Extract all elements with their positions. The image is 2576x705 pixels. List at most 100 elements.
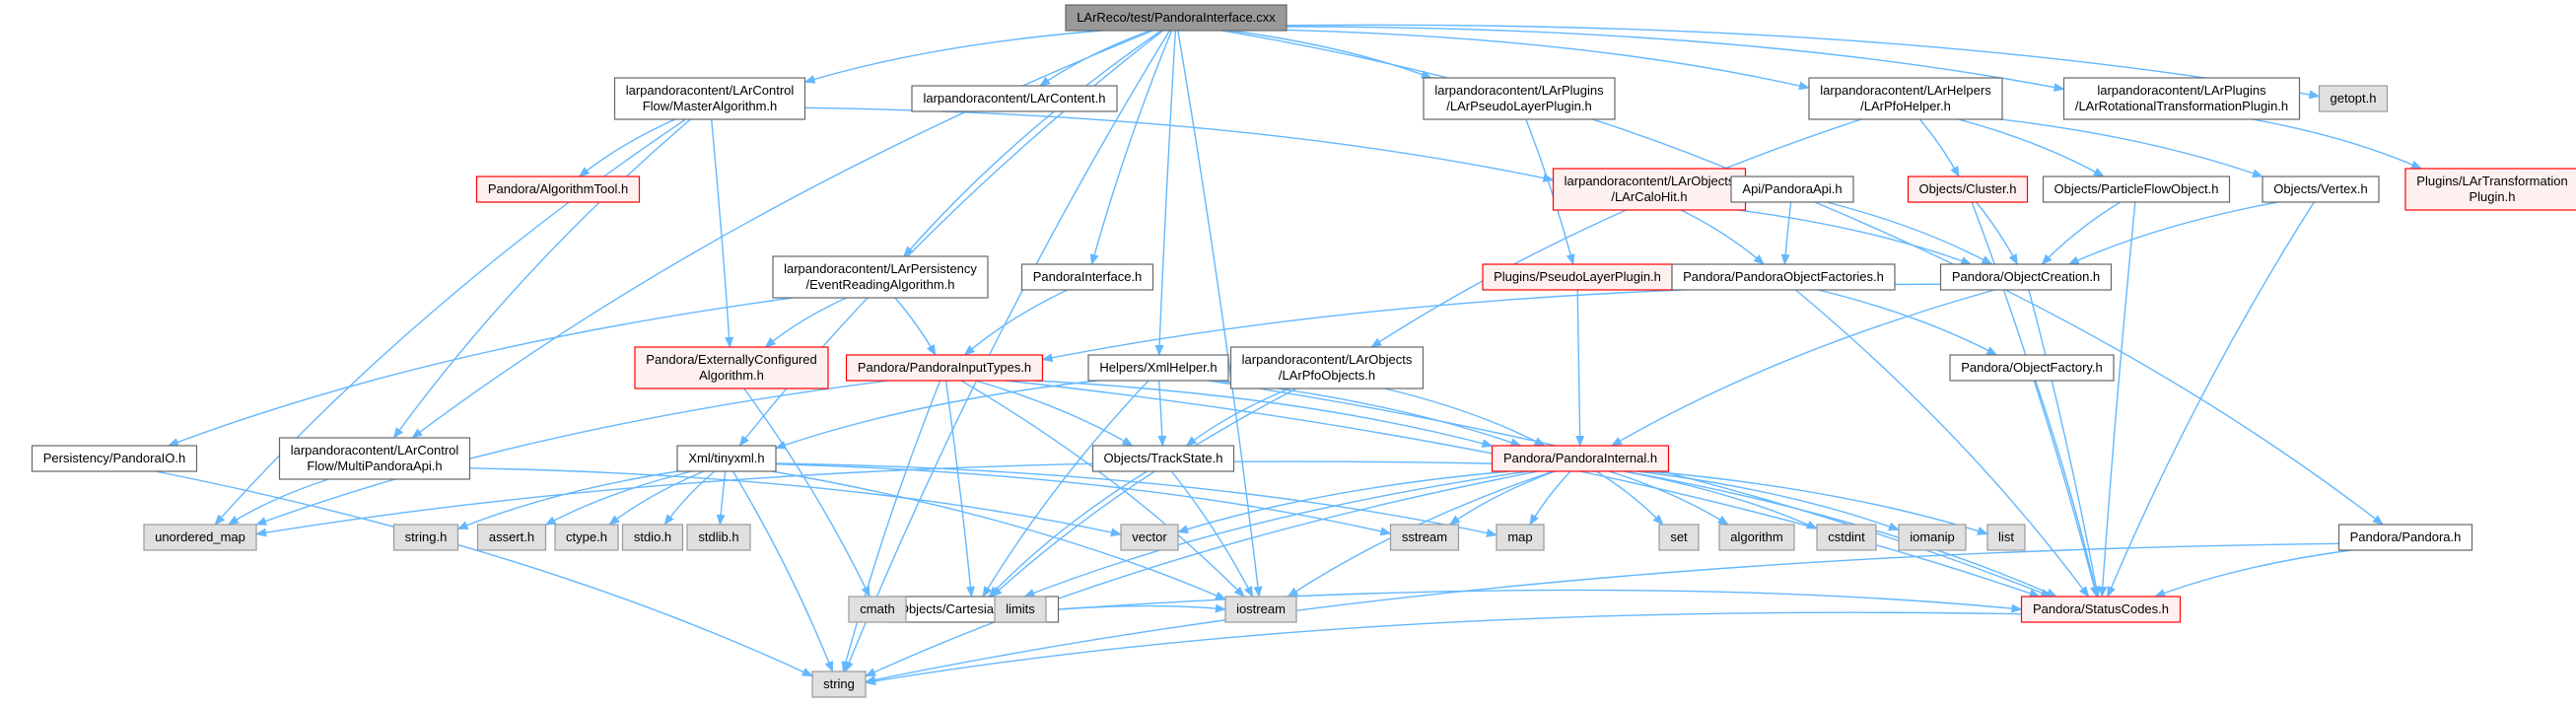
node-cstdint: cstdint <box>1816 524 1877 551</box>
node-trackstate[interactable]: Objects/TrackState.h <box>1091 445 1235 472</box>
node-label: /LArPseudoLayerPlugin.h <box>1446 99 1591 113</box>
edge-tinyxml-to-string_h <box>456 470 678 530</box>
node-box <box>554 524 619 551</box>
node-label: Flow/MasterAlgorithm.h <box>643 99 778 113</box>
node-label: Plugins/LArTransformation <box>2416 174 2567 188</box>
node-pseudoplugin[interactable]: Plugins/PseudoLayerPlugin.h <box>1482 263 1673 291</box>
edge-persistio-to-string <box>155 470 814 677</box>
node-label: larpandoracontent/LArControl <box>626 83 795 98</box>
node-box <box>1389 524 1460 551</box>
node-label: larpandoracontent/LArContent.h <box>923 91 1105 106</box>
node-label: Pandora/Pandora.h <box>2350 529 2462 544</box>
node-pandorainterface[interactable]: PandoraInterface.h <box>1020 263 1154 291</box>
node-box <box>1091 445 1235 472</box>
edge-eventreading-to-inputtypes <box>894 297 937 356</box>
node-box <box>476 524 547 551</box>
node-objcreation[interactable]: Pandora/ObjectCreation.h <box>1939 263 2113 291</box>
edge-root-to-pandorainterface <box>1089 30 1173 266</box>
node-eventreading[interactable]: larpandoracontent/LArPersistency/EventRe… <box>772 255 989 299</box>
node-pfohelper[interactable]: larpandoracontent/LArHelpers/LArPfoHelpe… <box>1808 77 2003 120</box>
edge-masteralg-to-extconfig <box>710 118 734 349</box>
node-box <box>392 524 459 551</box>
node-xmlhelper[interactable]: Helpers/XmlHelper.h <box>1087 354 1229 382</box>
node-statuscodes[interactable]: Pandora/StatusCodes.h <box>2020 596 2182 623</box>
node-calohit[interactable]: larpandoracontent/LArObjects/LArCaloHit.… <box>1552 168 1747 211</box>
edge-root-to-getopt <box>1286 24 2321 100</box>
edge-objcreation-to-statuscodes <box>2028 289 2101 599</box>
node-cluster[interactable]: Objects/Cluster.h <box>1907 176 2029 203</box>
node-box <box>1020 263 1154 291</box>
node-ctype_h: ctype.h <box>554 524 619 551</box>
node-pfoobjects[interactable]: larpandoracontent/LArObjects/LArPfoObjec… <box>1229 346 1425 389</box>
edge-root-to-pseudolayer <box>1230 30 1432 79</box>
edge-pandorainternal-to-map <box>1529 470 1571 526</box>
node-vertex[interactable]: Objects/Vertex.h <box>2262 176 2380 203</box>
node-label: Plugin.h <box>2470 189 2516 204</box>
edge-inputtypes-to-string <box>841 380 941 673</box>
node-label: Pandora/StatusCodes.h <box>2033 601 2169 616</box>
node-label: larpandoracontent/LArHelpers <box>1820 83 1991 98</box>
edge-vertex-to-objcreation <box>2067 201 2278 265</box>
node-masteralg[interactable]: larpandoracontent/LArControlFlow/MasterA… <box>613 77 806 120</box>
edge-xmlhelper-to-trackstate <box>1157 380 1167 448</box>
edge-pandoraapi-to-objcreation <box>1826 201 1993 265</box>
node-label: Algorithm.h <box>699 368 764 383</box>
node-limits: limits <box>994 596 1047 623</box>
node-label: Pandora/PandoraInternal.h <box>1503 451 1657 465</box>
edge-multiapi-to-vector <box>469 467 1123 537</box>
edge-root-to-iostream <box>1177 30 1263 599</box>
node-label: /LArPfoHelper.h <box>1860 99 1951 113</box>
node-objfactory[interactable]: Pandora/ObjectFactory.h <box>1949 354 2115 382</box>
node-pandorainternal[interactable]: Pandora/PandoraInternal.h <box>1491 445 1670 472</box>
node-label: Objects/TrackState.h <box>1104 451 1223 465</box>
node-pandora_h[interactable]: Pandora/Pandora.h <box>2337 524 2473 551</box>
node-objfactories[interactable]: Pandora/PandoraObjectFactories.h <box>1671 263 1896 291</box>
edge-trackstate-to-cartesian <box>988 470 1148 598</box>
node-label: larpandoracontent/LArObjects <box>1565 174 1735 188</box>
edge-tinyxml-to-iostream <box>771 470 1227 600</box>
edge-root-to-string <box>844 30 1171 673</box>
edge-extconfig-to-cmath <box>743 388 870 599</box>
edge-statuscodes-to-string <box>864 611 2022 686</box>
node-label: /LArRotationalTransformationPlugin.h <box>2075 99 2288 113</box>
edge-rotational-to-lartransform <box>2252 118 2423 170</box>
edge-root-to-multiapi <box>411 30 1153 439</box>
edge-pandorainternal-to-string <box>864 470 1539 677</box>
edge-pfohelper-to-pfoobjects <box>1370 118 1862 348</box>
node-stdlib_h: stdlib.h <box>686 524 751 551</box>
node-box <box>2262 176 2380 203</box>
node-label: list <box>1998 529 2014 544</box>
node-label: Pandora/AlgorithmTool.h <box>488 181 628 196</box>
node-root[interactable]: LArReco/test/PandoraInterface.cxx <box>1065 4 1288 32</box>
node-label: Objects/Cluster.h <box>1919 181 2017 196</box>
node-label: Persistency/PandoraIO.h <box>43 451 186 465</box>
node-stdio_h: stdio.h <box>621 524 684 551</box>
node-box <box>772 255 989 299</box>
node-persistio[interactable]: Persistency/PandoraIO.h <box>31 445 198 472</box>
edge-inputtypes-to-trackstate <box>975 380 1134 447</box>
edge-pfohelper-to-vertex <box>2000 118 2264 177</box>
node-box <box>634 346 829 389</box>
node-tinyxml[interactable]: Xml/tinyxml.h <box>676 445 777 472</box>
edge-tinyxml-to-stdlib_h <box>716 470 727 527</box>
node-label: set <box>1670 529 1688 544</box>
node-label: vector <box>1132 529 1167 544</box>
node-pseudolayer[interactable]: larpandoracontent/LArPlugins/LArPseudoLa… <box>1423 77 1616 120</box>
edge-tinyxml-to-map <box>775 462 1498 537</box>
node-pfobject[interactable]: Objects/ParticleFlowObject.h <box>2042 176 2231 203</box>
node-box <box>1898 524 1967 551</box>
node-larcontent[interactable]: larpandoracontent/LArContent.h <box>911 85 1118 112</box>
node-inputtypes[interactable]: Pandora/PandoraInputTypes.h <box>845 354 1044 382</box>
node-box <box>1496 524 1545 551</box>
node-algtool[interactable]: Pandora/AlgorithmTool.h <box>475 176 641 203</box>
edge-tinyxml-to-stdio_h <box>663 470 716 526</box>
node-pandoraapi[interactable]: Api/PandoraApi.h <box>1730 176 1854 203</box>
node-layer: LArReco/test/PandoraInterface.cxx larpand… <box>31 4 2576 698</box>
edge-objfactories-to-objfactory <box>1818 289 1998 356</box>
node-label: ctype.h <box>566 529 607 544</box>
node-rotational[interactable]: larpandoracontent/LArPlugins/LArRotation… <box>2062 77 2301 120</box>
node-multiapi[interactable]: larpandoracontent/LArControlFlow/MultiPa… <box>278 437 471 480</box>
